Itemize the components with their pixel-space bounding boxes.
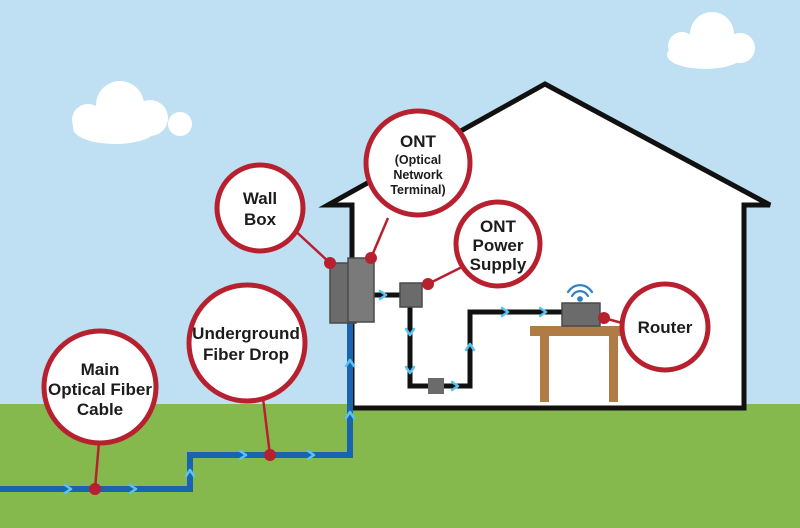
splitter-device [428, 378, 444, 394]
svg-text:(Optical: (Optical [395, 153, 442, 167]
callout-ont: ONT (Optical Network Terminal) [363, 108, 473, 218]
callout-ont-line-3: Network [393, 168, 442, 182]
callout-main-line-3: Cable [77, 400, 123, 419]
callout-wall-box: Wall Box [214, 162, 306, 254]
fiber-arrows [63, 358, 356, 495]
callout-underground-line-1: Underground [192, 324, 300, 343]
svg-text:Network: Network [393, 168, 442, 182]
cloud-right [667, 12, 755, 69]
wifi-icon [566, 284, 594, 302]
svg-text:ONT: ONT [400, 132, 437, 151]
cloud-left [72, 81, 192, 144]
callout-wall-box-line-1: Wall [243, 189, 277, 208]
svg-text:Power: Power [472, 236, 523, 255]
callout-ont-line-1: ONT [400, 132, 437, 151]
svg-text:Terminal): Terminal) [390, 183, 445, 197]
callout-ont-power-line-2: Power [472, 236, 523, 255]
svg-text:Cable: Cable [77, 400, 123, 419]
callout-ont-power-supply: ONT Power Supply [453, 199, 543, 289]
svg-text:Main: Main [81, 360, 120, 379]
callout-ont-power-line-1: ONT [480, 217, 517, 236]
callout-underground-fiber-drop: Underground Fiber Drop [186, 282, 308, 404]
svg-text:Wall: Wall [243, 189, 277, 208]
callout-ont-line-4: Terminal) [390, 183, 445, 197]
callout-underground-line-2: Fiber Drop [203, 345, 289, 364]
svg-text:ONT: ONT [480, 217, 517, 236]
callout-router-line-1: Router [638, 318, 693, 337]
fiber-line [0, 318, 353, 492]
cable-arrows [378, 289, 548, 392]
callout-wall-box-line-2: Box [244, 210, 277, 229]
svg-text:Router: Router [638, 318, 693, 337]
svg-text:Optical Fiber: Optical Fiber [48, 380, 152, 399]
table [530, 326, 628, 402]
ont-power-supply-device [399, 282, 423, 308]
svg-text:Underground: Underground [192, 324, 300, 343]
callout-main-optical-fiber-cable: Main Optical Fiber Cable [41, 328, 159, 446]
anchor-dots [89, 252, 610, 495]
svg-text:Fiber Drop: Fiber Drop [203, 345, 289, 364]
callout-main-line-2: Optical Fiber [48, 380, 152, 399]
callout-router: Router [619, 281, 711, 373]
callout-ont-line-2: (Optical [395, 153, 442, 167]
router-device [561, 302, 601, 327]
callout-ont-power-line-3: Supply [470, 255, 527, 274]
svg-text:Box: Box [244, 210, 277, 229]
ont-device [347, 257, 375, 323]
svg-text:Supply: Supply [470, 255, 527, 274]
ont-to-router-cable [407, 300, 566, 389]
callout-main-line-1: Main [81, 360, 120, 379]
